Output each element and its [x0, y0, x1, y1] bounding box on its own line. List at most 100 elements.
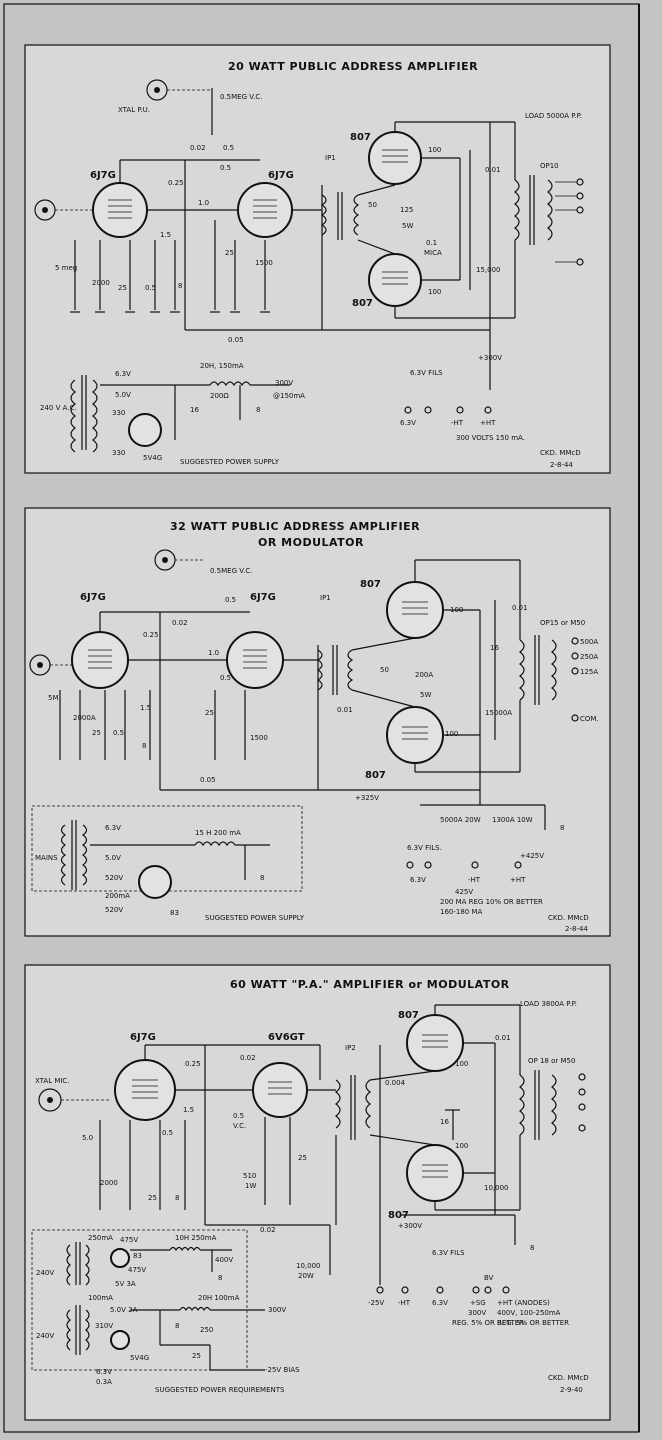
- svg-text:0.25: 0.25: [168, 179, 184, 187]
- minus-ht-label: -HT: [468, 876, 481, 884]
- rectifier-label: 83: [170, 909, 179, 917]
- load-label: LOAD 3800A P.P.: [520, 1000, 577, 1008]
- svg-text:0.01: 0.01: [495, 1034, 511, 1042]
- svg-text:25: 25: [148, 1194, 157, 1202]
- cap3-label: 25: [192, 1352, 201, 1360]
- ps-sec4-label: 520V: [105, 906, 123, 914]
- svg-text:100: 100: [428, 288, 441, 296]
- t1-sec3-label: 475V: [128, 1266, 146, 1274]
- panel-60-watt-amplifier: 60 WATT "P.A." AMPLIFIER or MODULATOR XT…: [24, 964, 611, 1421]
- power-transformer-icon: [66, 1305, 90, 1355]
- svg-text:100: 100: [445, 730, 458, 738]
- ps-dashed-box: [31, 1229, 248, 1371]
- plus425-label: +425V: [520, 852, 544, 860]
- rectifier-label: 5V4G: [143, 454, 162, 462]
- tap-label: COM.: [580, 715, 599, 723]
- minus-ht-label: -HT: [451, 419, 464, 427]
- tap-label: 500A: [580, 638, 598, 646]
- tube-v2-label: 6V6GT: [268, 1032, 305, 1043]
- tube-6v6gt-icon: [252, 1062, 308, 1118]
- svg-text:1.0: 1.0: [208, 649, 219, 657]
- rectifier-tube-icon: [138, 865, 172, 899]
- svg-text:0.1: 0.1: [426, 239, 437, 247]
- ps-caption: SUGGESTED POWER SUPPLY: [180, 458, 280, 466]
- svg-text:125: 125: [400, 206, 413, 214]
- cap1-label: 8: [218, 1274, 222, 1282]
- svg-text:0.02: 0.02: [240, 1054, 256, 1062]
- svg-text:25: 25: [92, 729, 101, 737]
- svg-text:16: 16: [490, 644, 499, 652]
- transformer-icon: [514, 175, 553, 245]
- tube-out2-label: 807: [365, 770, 386, 781]
- out1-label: 400V: [215, 1256, 233, 1264]
- tube-807-icon: [406, 1144, 464, 1202]
- svg-text:0.25: 0.25: [185, 1060, 201, 1068]
- svg-text:50: 50: [380, 666, 389, 674]
- svg-text:8: 8: [142, 742, 146, 750]
- minus-ht-label: -HT: [398, 1299, 411, 1307]
- panel-32-watt-amplifier: 32 WATT PUBLIC ADDRESS AMPLIFIER OR MODU…: [24, 507, 611, 937]
- svg-text:25: 25: [205, 709, 214, 717]
- tap-label: 250A: [580, 653, 598, 661]
- svg-text:0.01: 0.01: [512, 604, 528, 612]
- tap-label: 125A: [580, 668, 598, 676]
- t2-primary-label: 240V: [36, 1332, 54, 1340]
- vol-control-label: 0.5MEG V.C.: [220, 93, 262, 101]
- svg-text:1.5: 1.5: [183, 1106, 194, 1114]
- tube-out2-label: 807: [388, 1210, 409, 1221]
- ps-sec4-label: 330: [112, 449, 125, 457]
- ps-caption: SUGGESTED POWER REQUIREMENTS: [155, 1386, 285, 1394]
- svg-text:0.5: 0.5: [225, 596, 236, 604]
- svg-text:0.02: 0.02: [190, 144, 206, 152]
- svg-text:V.C.: V.C.: [233, 1122, 246, 1130]
- svg-text:0.5: 0.5: [113, 729, 124, 737]
- tube-out1-label: 807: [398, 1010, 419, 1021]
- checked-label: CKD. MMcD: [548, 1374, 589, 1382]
- sg-v-label: 300V: [468, 1309, 486, 1317]
- svg-text:10,000: 10,000: [296, 1262, 321, 1270]
- ps-primary-label: 240 V A.C.: [40, 404, 77, 412]
- t2-sec-label: 100mA: [88, 1294, 113, 1302]
- tube-out1-label: 807: [350, 132, 371, 143]
- panel1-title: 20 WATT PUBLIC ADDRESS AMPLIFIER: [228, 60, 478, 73]
- svg-text:15000A: 15000A: [485, 709, 512, 717]
- plus-sg-label: +SG: [470, 1299, 486, 1307]
- svg-text:0.01: 0.01: [485, 166, 501, 174]
- fils-label: 6.3V FILS: [410, 369, 443, 377]
- t1-fil-label: 5V 3A: [115, 1280, 136, 1288]
- op-label: OP10: [540, 162, 559, 170]
- ps-sec1-label: 6.3V: [115, 370, 131, 378]
- ip-label: IP1: [320, 594, 331, 602]
- svg-text:0.5: 0.5: [223, 144, 234, 152]
- ps-sec1-label: 6.3V: [105, 824, 121, 832]
- svg-text:15,000: 15,000: [476, 266, 501, 274]
- svg-text:0.5: 0.5: [220, 164, 231, 172]
- svg-text:2000: 2000: [92, 279, 110, 287]
- svg-text:2000: 2000: [100, 1179, 118, 1187]
- transformer-icon: [335, 1075, 371, 1140]
- choke-label: 20H, 150mA: [200, 362, 244, 370]
- svg-text:0.02: 0.02: [260, 1226, 276, 1234]
- r-bias-label: 250: [200, 1326, 213, 1334]
- bv-label: BV: [484, 1274, 494, 1282]
- tube-v2-label: 6J7G: [268, 170, 294, 181]
- svg-text:0.5: 0.5: [233, 1112, 244, 1120]
- svg-text:0.25: 0.25: [143, 631, 159, 639]
- panel-20-watt-amplifier: 20 WATT PUBLIC ADDRESS AMPLIFIER XTAL P.…: [24, 44, 611, 474]
- ps-caption: SUGGESTED POWER SUPPLY: [205, 914, 305, 922]
- ps-output-label: 300V: [275, 379, 293, 387]
- r2-label: 1300A 10W: [492, 816, 533, 824]
- ps-current-label: @150mA: [273, 392, 305, 400]
- reg-note2: 160-180 MA: [440, 908, 483, 916]
- ps-sec3-label: 330: [112, 409, 125, 417]
- plus-ht-label: +HT: [510, 876, 526, 884]
- op-label: OP15 or M50: [540, 619, 585, 627]
- svg-text:25: 25: [118, 284, 127, 292]
- date-label: 2-9-40: [560, 1386, 583, 1394]
- tube-6j7g-icon: [71, 631, 129, 689]
- svg-text:1W: 1W: [245, 1182, 256, 1190]
- t2-fil-label: 6.3V: [96, 1368, 112, 1376]
- date-label: 2-8-44: [550, 461, 573, 469]
- svg-text:100: 100: [450, 606, 463, 614]
- fil-terminal-label: 6.3V: [410, 876, 426, 884]
